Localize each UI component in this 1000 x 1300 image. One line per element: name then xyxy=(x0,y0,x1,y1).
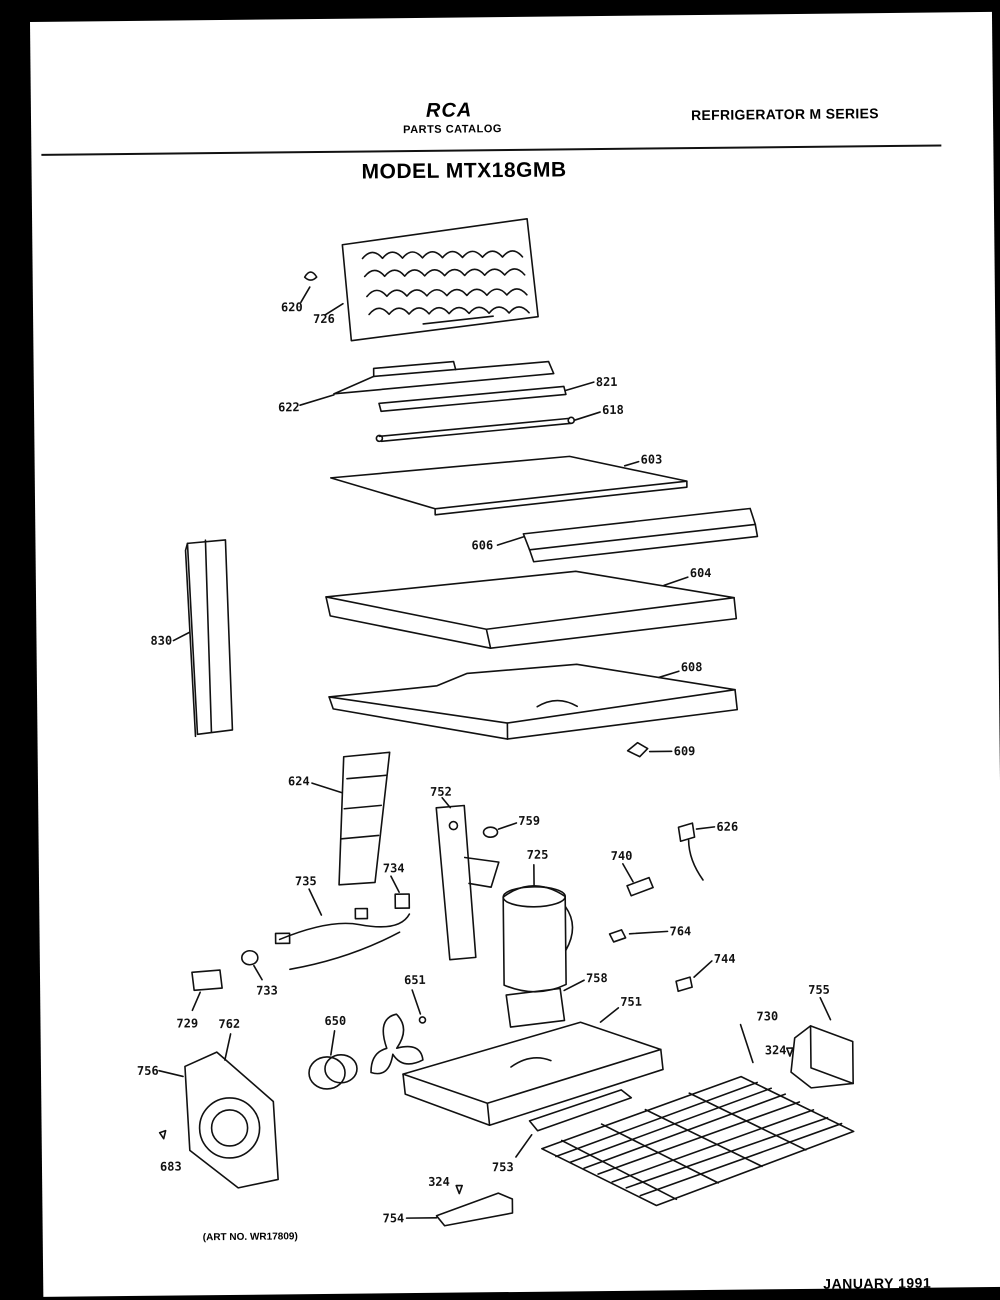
label-740: 740 xyxy=(611,849,633,863)
part-626-cord: 626 xyxy=(678,820,738,881)
revision-date: JANUARY 1991 xyxy=(823,1275,931,1292)
label-755: 755 xyxy=(808,983,830,997)
part-683-screw-small: 683 xyxy=(160,1130,182,1173)
label-759: 759 xyxy=(518,814,540,828)
part-752-bracket: 752 xyxy=(430,784,500,960)
part-725-compressor: 725 xyxy=(503,847,574,992)
label-762: 762 xyxy=(218,1017,240,1031)
label-603: 603 xyxy=(641,452,663,466)
label-324: 324 xyxy=(765,1043,787,1057)
label-751: 751 xyxy=(620,995,642,1009)
label-753: 753 xyxy=(492,1160,514,1174)
part-604-tray: 604 xyxy=(326,566,737,650)
label-730: 730 xyxy=(756,1009,778,1023)
part-622-cover: 622 xyxy=(278,361,555,415)
part-608-base-tray: 608 xyxy=(329,660,738,741)
label-758: 758 xyxy=(586,971,608,985)
label-606: 606 xyxy=(471,538,493,552)
part-754-wedge: 754 xyxy=(382,1193,512,1226)
label-734: 734 xyxy=(383,861,405,875)
part-603-shelf-panel: 603 xyxy=(331,452,688,516)
catalog-page: RCA PARTS CATALOG REFRIGERATOR M SERIES … xyxy=(30,12,1000,1297)
part-620-cap: 620 xyxy=(281,272,317,314)
label-735: 735 xyxy=(295,874,317,888)
part-830-column: 830 xyxy=(149,540,232,737)
exploded-parts-diagram: 620 726 622 821 xyxy=(30,12,1000,1297)
label-744: 744 xyxy=(714,952,736,966)
label-609: 609 xyxy=(674,744,696,758)
part-751-base-frame: 751 xyxy=(402,994,663,1126)
part-755-angle-bracket: 755 xyxy=(790,982,853,1088)
part-609-clip: 609 xyxy=(628,742,696,759)
part-734-connector: 734 xyxy=(383,861,409,908)
part-733-overload: 733 xyxy=(242,950,278,997)
part-756-shroud: 756 xyxy=(137,1051,278,1188)
part-624-duct: 624 xyxy=(288,752,391,885)
part-735-wire-harness: 735 xyxy=(275,873,410,969)
label-622: 622 xyxy=(278,400,300,414)
part-606-channel: 606 xyxy=(471,508,758,562)
part-729-capacitor: 729 xyxy=(176,970,223,1030)
part-324-screw-lower: 324 xyxy=(428,1175,462,1194)
part-740-relay: 740 xyxy=(611,849,653,896)
label-683: 683 xyxy=(160,1159,182,1173)
part-324-screw: 324 xyxy=(765,1043,793,1057)
label-729: 729 xyxy=(176,1016,198,1030)
label-733: 733 xyxy=(256,983,278,997)
label-752: 752 xyxy=(430,785,452,799)
part-730-condenser: 730 xyxy=(540,1008,854,1206)
label-620: 620 xyxy=(281,300,303,314)
part-764-fitting: 764 xyxy=(609,924,691,942)
part-726-evaporator: 726 xyxy=(312,219,538,341)
part-759-grommet: 759 xyxy=(483,814,540,838)
part-758-mount: 758 xyxy=(506,971,608,1027)
art-number: (ART NO. WR17809) xyxy=(203,1231,298,1243)
part-821-heater: 821 xyxy=(379,375,618,411)
label-604: 604 xyxy=(690,566,712,580)
label-324-lower: 324 xyxy=(428,1175,450,1189)
label-821: 821 xyxy=(596,375,618,389)
label-618: 618 xyxy=(602,403,624,417)
part-744-tube: 744 xyxy=(676,952,736,992)
label-830: 830 xyxy=(150,634,172,648)
label-754: 754 xyxy=(382,1211,404,1225)
part-651-fan-blade: 651 xyxy=(370,973,427,1074)
label-756: 756 xyxy=(137,1064,159,1078)
label-650: 650 xyxy=(324,1014,346,1028)
label-624: 624 xyxy=(288,774,310,788)
part-650-fan-motor: 650 xyxy=(308,1014,357,1089)
label-651: 651 xyxy=(404,973,426,987)
label-626: 626 xyxy=(716,820,738,834)
label-725: 725 xyxy=(527,848,549,862)
label-764: 764 xyxy=(669,924,691,938)
label-608: 608 xyxy=(681,660,703,674)
label-726: 726 xyxy=(313,312,335,326)
part-762-shroud-ring: 762 xyxy=(218,1017,240,1060)
